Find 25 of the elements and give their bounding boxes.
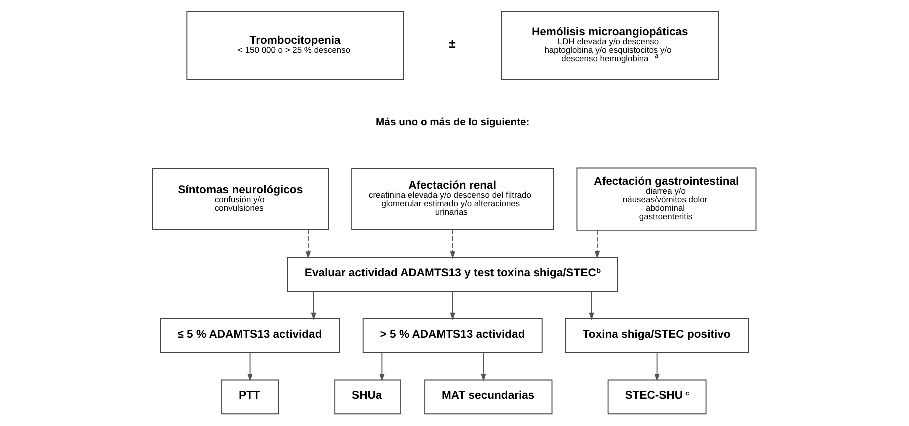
arrow	[248, 352, 253, 382]
node-box: Toxina shiga/STEC positivo	[565, 318, 750, 354]
node-box: PTT	[222, 380, 280, 415]
arrow	[589, 291, 594, 320]
node-box: Evaluar actividad ADAMTS13 y test toxina shiga/STEC$^{b}$	[288, 257, 618, 292]
arrow	[450, 291, 456, 320]
node-box: STEC-SHU$^{c}$	[608, 380, 707, 415]
node-box: Hemólisis microangiopáticas LDH elevada y/o descenso haptoglobina y/o esquistocitos y/o descenso hemoglobina $^{a}$	[501, 11, 720, 80]
arrow	[481, 352, 486, 382]
arrow	[311, 291, 317, 320]
node-box: Síntomas neurológicos confusión y/o convulsiones	[152, 168, 330, 230]
arrow	[380, 352, 385, 382]
node-box: ≤ 5 % ADAMTS13 actividad	[160, 318, 340, 354]
arrow	[594, 230, 600, 259]
node-box: SHUa	[334, 380, 402, 415]
node-box: > 5 % ADAMTS13 actividad	[362, 318, 543, 354]
node-box: MAT secundarias	[424, 380, 553, 415]
label: ±	[449, 37, 456, 52]
arrow	[654, 352, 660, 382]
node-box: Afectación gastrointestinal diarrea y/o náuseas/vómitos dolor abdominal gastroenteritis	[576, 168, 757, 231]
label: Más uno o más de lo siguiente:	[376, 118, 530, 129]
node-box: Trombocitopenia < 150 000 o > 25 % descenso	[186, 11, 404, 80]
node-box: Afectación renal creatinina elevada y/o descenso del filtrado glomerular estimado y/o alteraciones urinarias	[352, 168, 554, 230]
arrow	[306, 230, 312, 260]
arrow	[450, 230, 456, 260]
